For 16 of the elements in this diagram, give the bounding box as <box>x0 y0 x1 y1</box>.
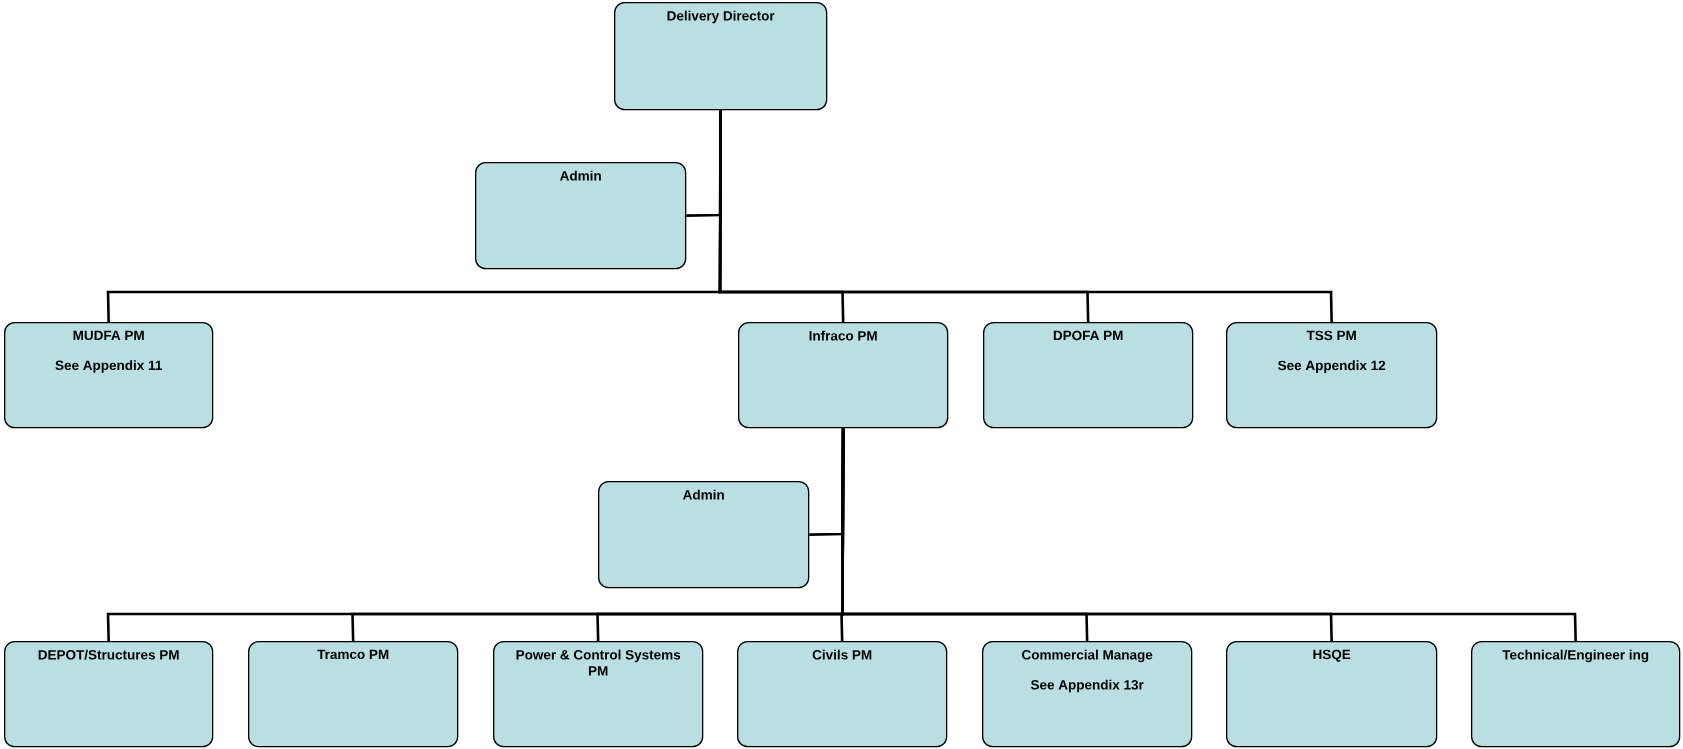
org-box: Technical/Engineer ing <box>1471 641 1681 748</box>
org-box: Admin <box>475 162 687 270</box>
connector-line <box>718 110 1333 323</box>
org-box: MUDFA PM See Appendix 11 <box>4 322 214 429</box>
org-box: Power & Control Systems PM <box>493 641 704 748</box>
org-box: Delivery Director <box>614 2 828 111</box>
org-box: Infraco PM <box>738 322 949 429</box>
org-box: DEPOT/Structures PM <box>4 641 214 748</box>
connector-line <box>841 428 1577 642</box>
org-box: Tramco PM <box>248 641 459 748</box>
org-box: DPOFA PM <box>983 322 1194 429</box>
org-box: Civils PM <box>737 641 948 748</box>
org-box: Commercial Manage See Appendix 13r <box>982 641 1193 748</box>
org-box: Admin <box>598 481 810 589</box>
org-box: TSS PM See Appendix 12 <box>1226 322 1438 429</box>
org-box: HSQE <box>1226 641 1438 748</box>
